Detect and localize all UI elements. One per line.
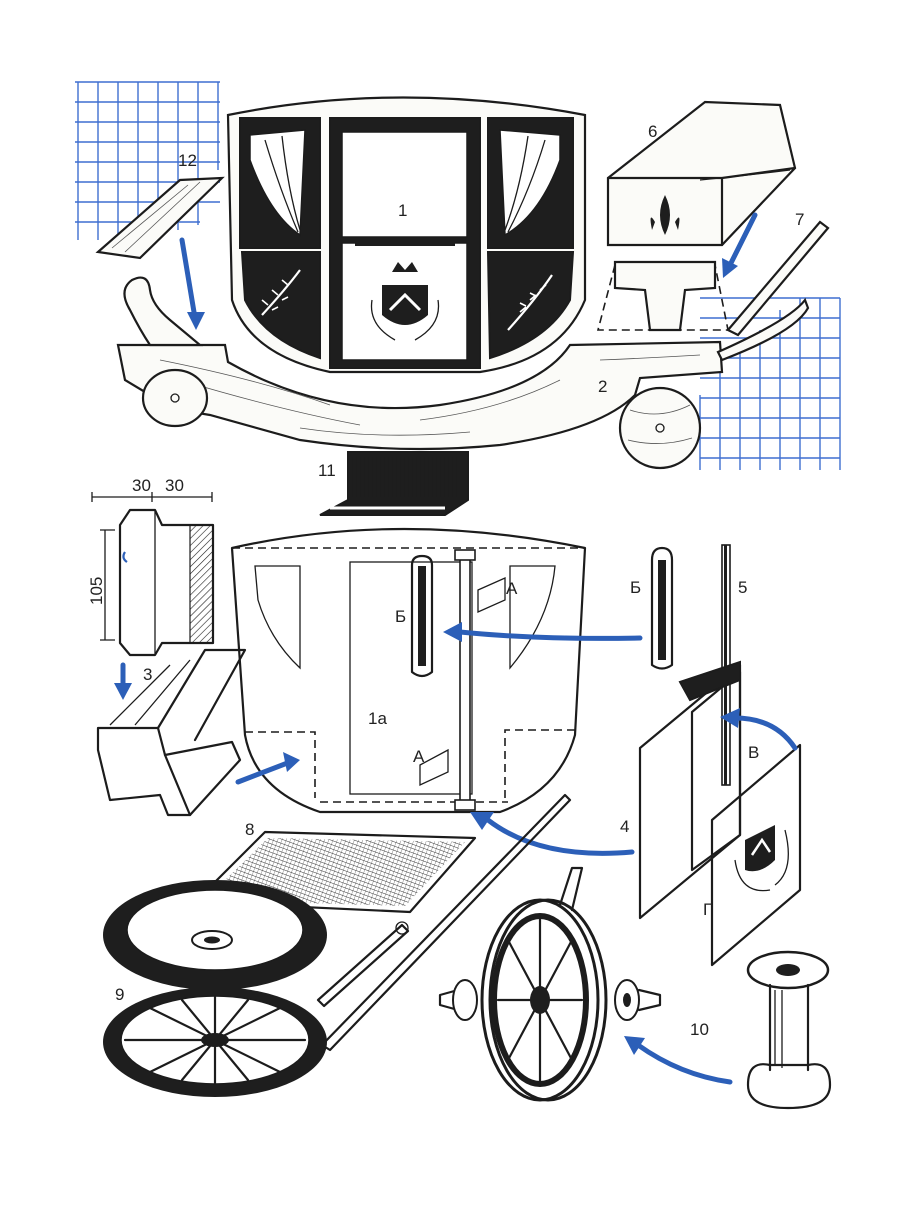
label-part-8: 8 <box>245 820 254 839</box>
carriage-body-front <box>226 96 587 374</box>
label-part-9: 9 <box>115 985 124 1004</box>
label-part-10: 10 <box>690 1020 709 1039</box>
arrow-G-to-V <box>732 715 798 751</box>
part-11-seat <box>319 451 469 516</box>
part-B-tube <box>650 546 674 670</box>
label-B-right: Б <box>630 578 641 597</box>
axle-rod <box>316 793 572 1052</box>
label-part-1: 1 <box>398 201 407 220</box>
label-part-12: 12 <box>178 151 197 170</box>
part-10-spool <box>746 950 832 1110</box>
dimension-height: 105 <box>87 577 106 605</box>
label-part-3: 3 <box>143 665 152 684</box>
arrowhead-dim <box>114 683 132 700</box>
arrowhead-4 <box>470 812 494 830</box>
label-part-2: 2 <box>598 377 607 396</box>
part-4-door-panels <box>638 660 802 967</box>
part-6-roof <box>606 100 797 247</box>
arrowhead-10 <box>624 1036 645 1055</box>
label-part-11: 11 <box>318 461 336 480</box>
label-part-7: 7 <box>795 210 804 229</box>
arrow-6-down <box>727 212 758 268</box>
dimension-width-b: 30 <box>165 476 184 495</box>
label-B-left: Б <box>395 607 406 626</box>
arrow-4-left <box>485 817 635 856</box>
grid-mid-right <box>699 297 841 470</box>
arrowhead-G <box>720 708 740 728</box>
label-part-1a: 1a <box>368 709 387 728</box>
part-3-bracket <box>96 648 247 817</box>
part-9-wheel-discs <box>103 880 327 1097</box>
label-V: В <box>748 743 759 762</box>
label-part-4: 4 <box>620 817 629 836</box>
dimension-sketch <box>91 492 215 657</box>
label-A-top: А <box>506 579 518 598</box>
undercarriage-frame <box>116 260 729 470</box>
label-part-6: 6 <box>648 122 657 141</box>
part-12-plank <box>95 176 225 260</box>
label-G: Г <box>703 900 712 919</box>
arrowhead-6 <box>722 258 738 278</box>
arrow-B-left <box>457 629 643 641</box>
label-part-5: 5 <box>738 578 747 597</box>
arrowhead-3 <box>283 752 300 772</box>
arrow-10-left <box>635 1042 733 1085</box>
carriage-body-back <box>230 527 587 814</box>
label-A-bottom: А <box>413 747 425 766</box>
arrow-12-down <box>179 237 198 321</box>
dimension-width-a: 30 <box>132 476 151 495</box>
wheel-assembly <box>438 866 662 1102</box>
arrow-3-right <box>235 759 293 785</box>
part-7-slats <box>716 220 830 362</box>
arrowhead-B <box>443 622 462 642</box>
arrowhead-12 <box>187 312 205 330</box>
